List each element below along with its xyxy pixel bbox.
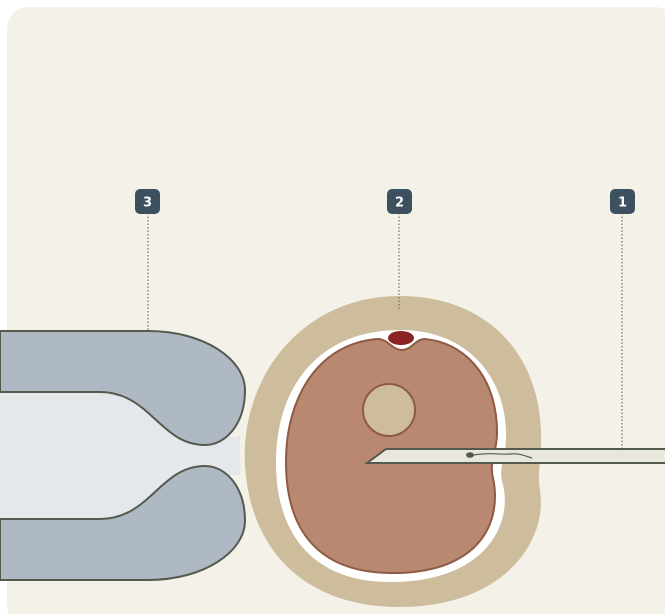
oocyte-nucleus <box>363 384 415 436</box>
label-badge-3: 3 <box>135 189 160 214</box>
polar-body <box>388 331 414 345</box>
label-3-text: 3 <box>143 196 152 211</box>
label-badge-2: 2 <box>387 189 412 214</box>
label-badge-1: 1 <box>610 189 635 214</box>
injection-needle <box>367 449 665 463</box>
label-2-text: 2 <box>395 196 404 211</box>
label-1-text: 1 <box>618 196 627 211</box>
